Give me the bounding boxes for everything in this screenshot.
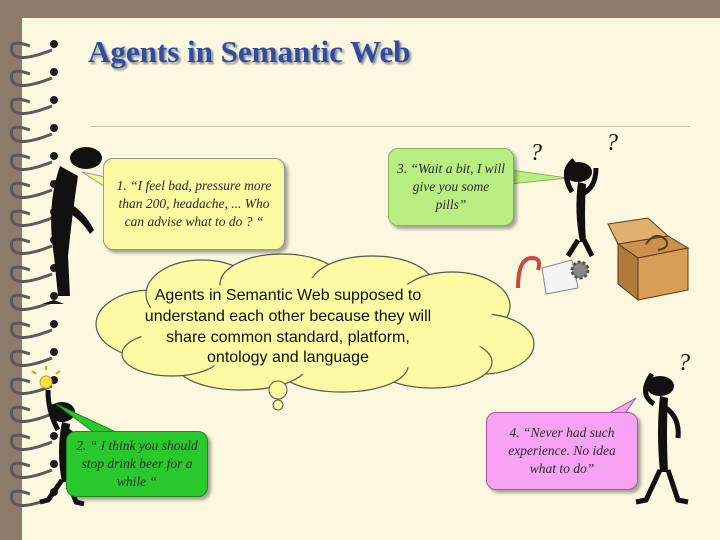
speech-text-2: 2. “ I think you should stop drink beer … bbox=[76, 437, 198, 490]
puzzled-figure: ? ? bbox=[530, 130, 618, 258]
question-mark: ? bbox=[530, 140, 542, 166]
scattered-parts bbox=[516, 255, 590, 295]
speech-bubble-3: 3. “Wait a bit, I will give you some pil… bbox=[388, 148, 514, 226]
cloud-text: Agents in Semantic Web supposed to under… bbox=[144, 287, 432, 367]
speech-text-4: 4. “Never had such experience. No idea w… bbox=[508, 424, 616, 477]
sick-figure bbox=[42, 147, 102, 304]
open-box bbox=[607, 217, 690, 302]
question-mark: ? bbox=[606, 130, 618, 156]
question-mark: ? bbox=[678, 350, 690, 376]
thought-cloud bbox=[95, 253, 535, 411]
speech-bubble-1: 1. “I feel bad, pressure more than 200, … bbox=[103, 158, 285, 250]
speech-text-3: 3. “Wait a bit, I will give you some pil… bbox=[397, 160, 505, 213]
slide-title: Agents in Semantic Web bbox=[88, 34, 411, 69]
confused-figure: ? bbox=[635, 350, 690, 505]
speech-bubble-2: 2. “ I think you should stop drink beer … bbox=[66, 431, 208, 497]
title-divider bbox=[90, 126, 690, 128]
speech-bubble-4: 4. “Never had such experience. No idea w… bbox=[486, 412, 638, 490]
spiral-binding bbox=[9, 40, 58, 507]
speech-text-1: 1. “I feel bad, pressure more than 200, … bbox=[116, 177, 272, 230]
